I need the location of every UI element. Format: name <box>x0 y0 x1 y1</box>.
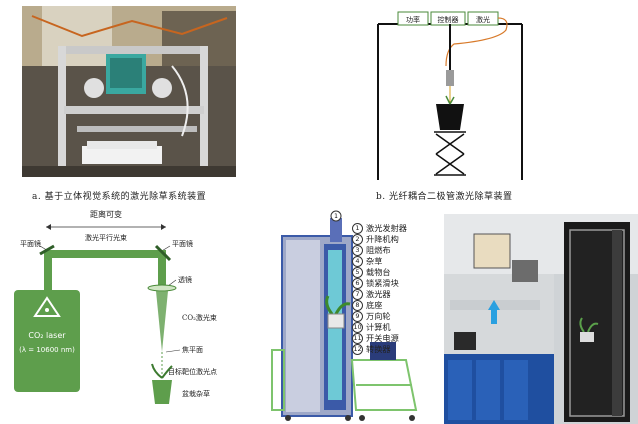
left-mirror <box>39 244 55 256</box>
legend-label: 开关电源 <box>366 333 399 344</box>
laser-c-drawing: 距离可变 激光平行光束 平面镜 平面镜 CO₂ laser (λ = 10600… <box>14 209 217 404</box>
photo-e-drawing <box>444 214 638 424</box>
right-mirror <box>154 244 172 262</box>
weed-label: 盆栽杂草 <box>182 389 210 398</box>
photo-weeding-platform <box>444 214 638 424</box>
distance-label: 距离可变 <box>90 209 122 219</box>
lens <box>147 284 177 292</box>
schematic-fiber-coupled-laser: 功率 控制器 激光 <box>374 4 526 182</box>
up-arrow-icon <box>488 300 500 324</box>
legend-number: 7 <box>352 289 363 300</box>
legend-number: 2 <box>352 234 363 245</box>
focal-plane-label: 焦平面 <box>182 345 203 354</box>
controller-box <box>430 11 466 26</box>
weed-leaves <box>151 363 173 379</box>
legend-label: 升降机构 <box>366 234 399 245</box>
legend-label: 计算机 <box>366 322 391 333</box>
laser-box-label: 激光 <box>476 15 490 24</box>
legend-number: 3 <box>352 245 363 256</box>
svg-text:1: 1 <box>334 213 338 220</box>
legend-label: 底座 <box>366 300 383 311</box>
legend-number: 9 <box>352 311 363 322</box>
laser-unit <box>473 233 511 269</box>
legend-number: 8 <box>352 300 363 311</box>
beam-label: 激光平行光束 <box>85 233 127 242</box>
legend-label: 杂草 <box>366 256 383 267</box>
schematic-b-drawing: 功率 控制器 激光 <box>377 11 523 180</box>
co2-beam-label: CO₂激光束 <box>182 313 217 322</box>
caption-b: b. 光纤耦合二极管激光除草装置 <box>376 192 513 202</box>
legend-label: 转换器 <box>366 344 391 355</box>
weed-pot <box>152 380 172 404</box>
target-label: 目标靶位激光点 <box>168 367 217 376</box>
plant-pot <box>436 104 464 130</box>
scissor-lift <box>435 133 465 175</box>
caption-a: a. 基于立体视觉系统的激光除草系统装置 <box>32 192 207 202</box>
lens-label: 透镜 <box>178 275 192 284</box>
cad-weeding-platform: 1 <box>266 210 438 424</box>
laser-name: CO₂ laser <box>28 331 66 340</box>
legend-label: 载物台 <box>366 267 391 278</box>
vertical-beam-right <box>158 250 166 285</box>
legend-number: 4 <box>352 256 363 267</box>
legend-number: 11 <box>352 333 363 344</box>
power-box-label: 功率 <box>406 15 420 24</box>
laser-wavelength: (λ = 10600 nm) <box>19 346 75 354</box>
legend-label: 阻燃布 <box>366 245 391 256</box>
laser-head <box>446 70 454 86</box>
legend-number: 5 <box>352 267 363 278</box>
legend-label: 激光器 <box>366 289 391 300</box>
power-supply <box>512 260 538 282</box>
mirror-left-label: 平面镜 <box>20 239 41 248</box>
mirror-right-label: 平面镜 <box>172 239 193 248</box>
photo-a-drawing <box>22 6 236 177</box>
legend-number: 1 <box>352 223 363 234</box>
laser-warning-icon <box>33 296 61 317</box>
legend-label: 万向轮 <box>366 311 391 322</box>
vertical-beam-left <box>44 250 52 290</box>
cad-weed <box>325 295 351 315</box>
computer <box>370 342 396 360</box>
horizontal-beam <box>44 250 166 258</box>
fiber-cable <box>445 17 508 67</box>
controller-box-label: 控制器 <box>438 15 459 24</box>
power-box <box>397 11 429 26</box>
legend-number: 10 <box>352 322 363 333</box>
legend-number: 12 <box>352 344 363 355</box>
laser-emitter <box>330 218 342 242</box>
converging-beam <box>156 291 168 352</box>
legend-label: 锁紧滑块 <box>366 278 399 289</box>
computer-monitor <box>454 332 476 350</box>
legend-number: 6 <box>352 278 363 289</box>
diagram-co2-laser-optics: 距离可变 激光平行光束 平面镜 平面镜 CO₂ laser (λ = 10600… <box>6 202 238 424</box>
cad-d-drawing: 1 <box>271 210 418 421</box>
photo-stereo-vision-laser-rig <box>22 6 236 177</box>
co2-laser-box <box>14 290 80 392</box>
legend-label: 激光发射器 <box>366 223 407 234</box>
